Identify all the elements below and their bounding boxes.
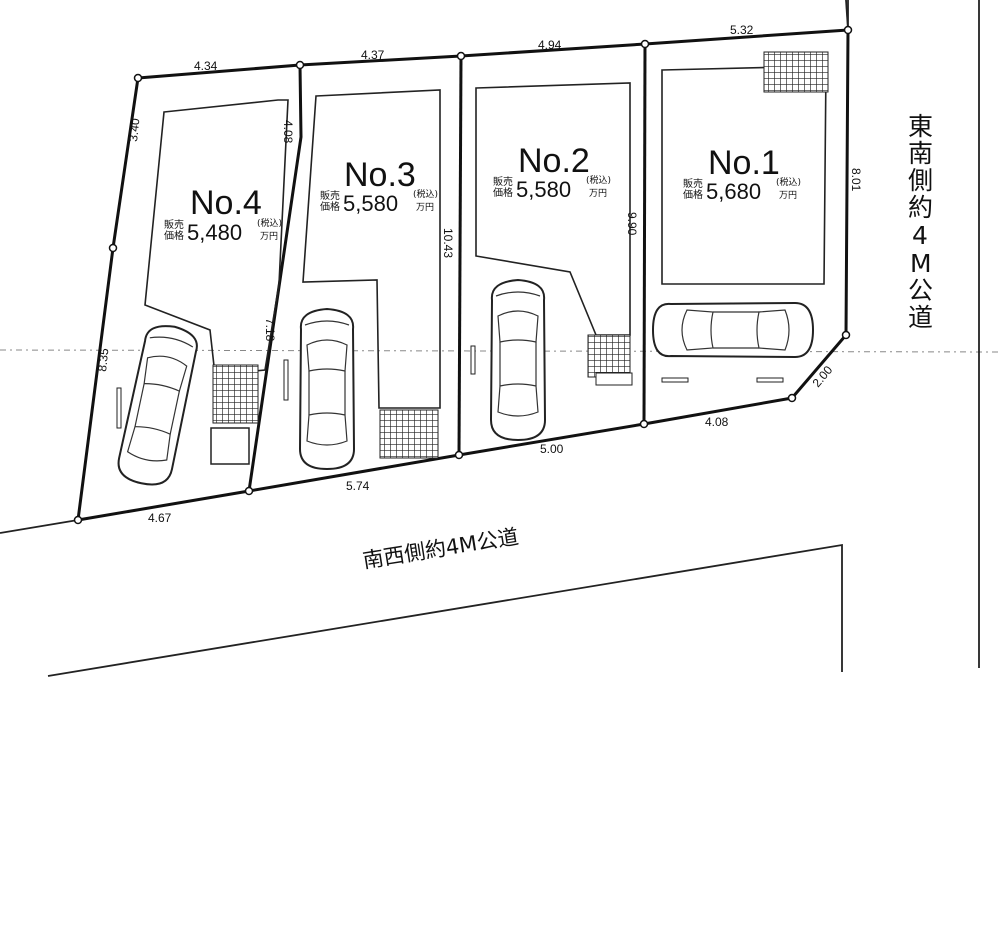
house-footprint-lot3: [302, 89, 441, 409]
svg-text:公: 公: [908, 276, 933, 305]
dim-lot1-right: 8.01: [849, 168, 863, 192]
dim-top-2: 4.37: [361, 48, 385, 62]
parking-wheel-stops: [116, 345, 784, 429]
dim-bottom-3: 5.00: [540, 442, 564, 456]
step-box-lot4: [210, 427, 250, 465]
svg-text:約: 約: [908, 193, 933, 222]
dim-corner-cut: 2.00: [810, 363, 836, 390]
lot-number-3: No.3: [344, 156, 416, 194]
price-label-bottom-4: 価格: [164, 229, 184, 242]
price-tax-4: (税込): [257, 217, 282, 229]
tiled-area-lot3: [379, 409, 439, 459]
price-label-top-3: 販売: [320, 189, 340, 202]
boundary-markers: [73, 25, 853, 525]
car-lot2: [490, 279, 546, 441]
svg-text:東: 東: [908, 112, 933, 141]
svg-text:側: 側: [908, 166, 933, 195]
svg-text:南: 南: [908, 139, 933, 168]
lot-divider-2-1: [642, 43, 647, 425]
lot-number-2: No.2: [518, 142, 590, 180]
car-lot3: [299, 308, 355, 470]
car-lot1: [652, 302, 814, 358]
price-value-2: 5,580: [516, 177, 571, 202]
lot-number-4: No.4: [190, 184, 262, 222]
southwest-road-label: 南西側約4M公道: [361, 525, 520, 573]
site-outline: [76, 28, 850, 522]
tiled-area-lot2: [587, 334, 631, 378]
dim-lot4-right-upper: 4.08: [281, 120, 295, 144]
tiled-area-lot1-top: [763, 51, 829, 93]
price-label-bottom-1: 価格: [683, 188, 703, 201]
southeast-road-near-edge: [845, 0, 849, 31]
svg-text:4: 4: [912, 221, 928, 250]
price-value-4: 5,480: [187, 220, 242, 245]
dim-top-1: 4.34: [194, 59, 218, 73]
price-unit-4: 万円: [260, 231, 278, 242]
dim-lot4-right-lower: 7.18: [263, 318, 277, 342]
dim-lot3-right: 10.43: [441, 228, 455, 258]
dim-left-upper: 3.40: [126, 117, 142, 142]
car-lot4: [113, 320, 203, 490]
price-value-3: 5,580: [343, 191, 398, 216]
price-tax-2: (税込): [586, 174, 611, 186]
dim-bottom-2: 5.74: [346, 479, 370, 493]
price-unit-1: 万円: [779, 190, 797, 201]
lot-divider-4-3: [247, 64, 303, 492]
dim-left-lower: 8.35: [95, 347, 111, 372]
dim-top-4: 5.32: [730, 23, 754, 37]
southwest-road-edge-top: [0, 519, 79, 534]
tiled-area-lot4: [212, 364, 259, 424]
price-tax-3: (税込): [413, 188, 438, 200]
svg-text:道: 道: [908, 303, 933, 332]
dim-bottom-1: 4.67: [148, 511, 172, 525]
price-label-bottom-2: 価格: [493, 186, 513, 199]
price-value-1: 5,680: [706, 179, 761, 204]
southwest-road-far-edge: [47, 543, 843, 677]
southeast-road-label: 東 南 側 約 4 M 公 道: [908, 112, 933, 332]
price-unit-3: 万円: [416, 202, 434, 213]
lot-number-1: No.1: [708, 144, 780, 182]
house-footprint-lot4: [144, 99, 289, 376]
lot-divider-3-2: [457, 55, 463, 456]
price-unit-2: 万円: [589, 188, 607, 199]
dim-top-3: 4.94: [538, 38, 562, 52]
price-label-top-1: 販売: [683, 177, 703, 190]
dim-lot2-right: 9.90: [625, 212, 639, 236]
svg-text:M: M: [910, 249, 932, 278]
dim-bottom-4: 4.08: [705, 415, 729, 429]
price-tax-1: (税込): [776, 176, 801, 188]
price-label-top-2: 販売: [493, 175, 513, 188]
step-box-lot2: [595, 372, 633, 386]
price-label-top-4: 販売: [164, 218, 184, 231]
price-label-bottom-3: 価格: [320, 200, 340, 213]
